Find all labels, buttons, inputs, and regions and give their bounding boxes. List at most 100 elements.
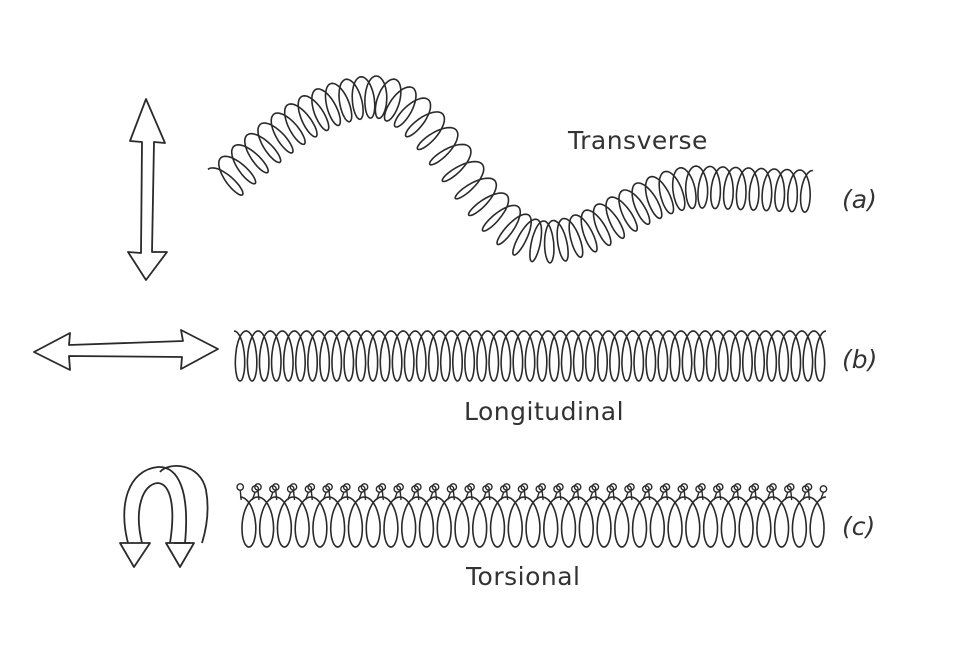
tag-a: (a) [842,185,877,214]
marker-stem [287,491,292,501]
label-torsional: Torsional [465,562,580,591]
marker-head [271,483,280,491]
marker-stem [784,491,789,501]
marker-head [413,483,422,491]
marker-stem [659,491,665,501]
marker-head [609,483,618,491]
marker-stem [505,489,509,501]
marker-head [325,483,333,491]
marker-head [307,483,316,491]
vertical-double-arrow-icon [127,98,168,281]
marker-stem [257,489,260,501]
springs-layer [207,75,828,548]
marker-head [804,483,813,491]
marker-stem [612,489,615,501]
marker-head [254,483,262,491]
marker-head [289,483,298,491]
marker-stem [399,489,402,501]
marker-head [502,483,511,491]
marker-head [555,483,564,491]
marker-stem [251,491,256,501]
label-longitudinal: Longitudinal [464,397,624,426]
marker-stem [482,491,487,501]
marker-stem [559,489,562,501]
marker-stem [328,489,331,501]
marker-stem [464,491,469,501]
marker-head [573,483,582,491]
marker-head [378,483,387,491]
spring-torsional [239,496,827,548]
marker-stem [346,489,349,501]
marker-stem [571,491,576,501]
marker-stem [731,491,736,501]
marker-stem [275,489,278,501]
marker-head [449,483,458,491]
tag-c: (c) [842,512,875,541]
marker-stem [269,491,274,501]
marker-stem [802,491,807,501]
marker-stem [239,489,242,501]
marker-stem [381,489,384,501]
marker-head [360,483,369,491]
marker-stem [523,489,527,501]
marker-stem [488,489,491,501]
marker-head [591,483,600,491]
marker-stem [292,489,296,501]
marker-stem [701,489,704,501]
marker-stem [819,491,825,501]
marker-head [484,483,493,491]
marker-stem [588,491,594,501]
marker-stem [363,489,367,501]
marker-head [751,483,760,491]
marker-stem [606,491,612,501]
marker-stem [434,489,438,501]
marker-head [626,483,635,491]
label-transverse: Transverse [567,126,708,155]
marker-stem [766,491,771,501]
marker-stem [310,489,313,501]
marker-head [698,483,706,491]
tag-b: (b) [842,345,877,374]
marker-head [644,483,653,491]
marker-stem [304,491,310,501]
marker-stem [683,489,686,501]
marker-stem [677,491,683,501]
marker-stem [736,489,740,501]
marker-stem [647,489,651,501]
marker-stem [322,491,327,501]
marker-head [733,483,742,491]
marker-head [342,483,351,491]
marker-head [467,483,475,491]
marker-head [520,483,529,491]
marker-head [538,483,546,491]
horizontal-double-arrow-icon [33,329,219,371]
marker-stem [695,491,700,501]
marker-stem [417,489,420,501]
marker-stem [718,489,722,501]
marker-stem [624,491,629,501]
marker-stem [642,491,647,501]
marker-head [769,483,777,491]
marker-head [431,483,440,491]
marker-stem [665,489,669,501]
marker-stem [393,491,398,501]
marker-head [662,483,671,491]
torsional-markers [236,483,828,501]
spring-transverse [207,75,813,264]
marker-head [680,483,689,491]
marker-stem [713,491,718,501]
marker-stem [790,489,793,501]
marker-stem [340,491,345,501]
spring-longitudinal [233,330,827,382]
marker-stem [535,491,540,501]
marker-stem [358,491,363,501]
marker-head [396,483,404,491]
twist-arrows-icon [119,465,209,568]
marker-stem [500,491,505,501]
marker-stem [517,491,523,501]
marker-stem [452,489,456,501]
marker-stem [541,489,544,501]
marker-stem [553,491,558,501]
